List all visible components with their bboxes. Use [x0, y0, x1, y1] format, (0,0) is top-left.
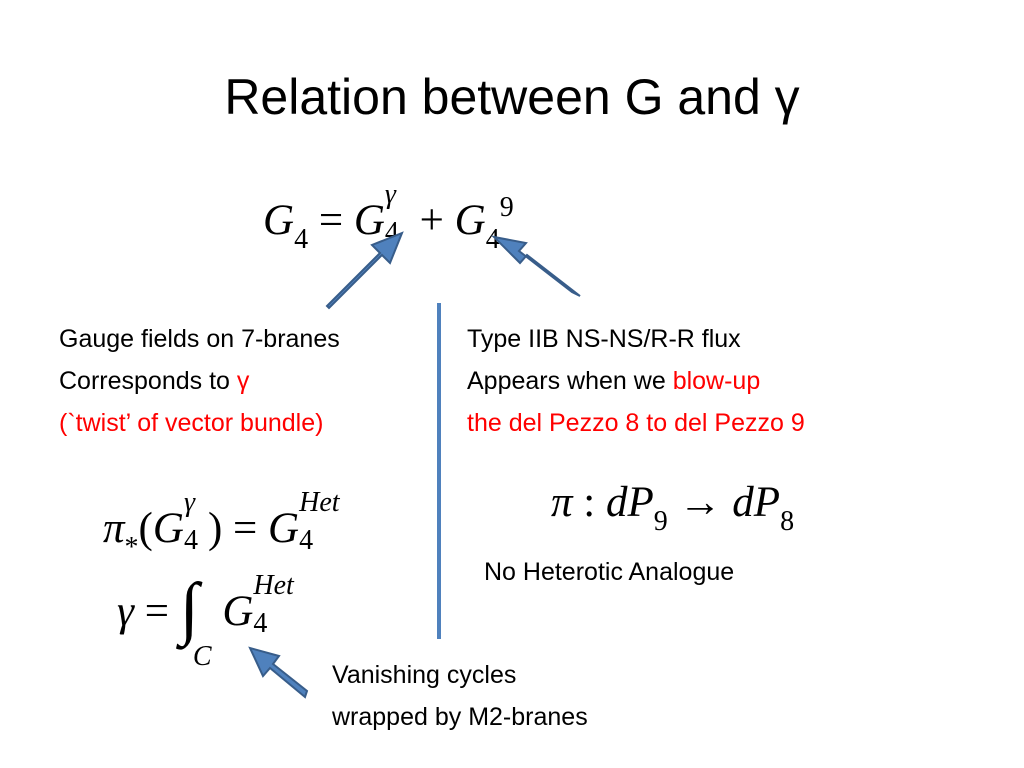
- slide-title: Relation between G and γ: [224, 69, 800, 125]
- eq1-rhs-sup: Het: [299, 487, 340, 518]
- eq1-pi: π: [103, 505, 125, 552]
- eq1-g-sub: 4: [183, 525, 198, 556]
- top-eq-term2-sub: 4: [485, 224, 500, 255]
- vertical-divider: [437, 303, 441, 639]
- top-eq-term2-sup: 9: [499, 192, 514, 223]
- eq1-g-sup: γ: [183, 487, 195, 518]
- bottom-text-block: Vanishing cycles wrapped by M2-branes: [332, 654, 588, 738]
- eq1-equals: =: [233, 505, 258, 552]
- no-heterotic-analogue: No Heterotic Analogue: [484, 558, 735, 586]
- arrow-left-top: [325, 231, 404, 310]
- req-pi: π: [551, 479, 573, 526]
- right-text-block: Type IIB NS-NS/R-R flux Appears when we …: [467, 318, 805, 444]
- arrow-bottom: [248, 646, 309, 699]
- req-arrow: →: [678, 479, 722, 526]
- req-d1-sub: 9: [653, 506, 668, 537]
- eq1-rhs: G: [268, 505, 300, 552]
- req-colon: :: [583, 479, 596, 526]
- eq1-rhs-sub: 4: [299, 525, 314, 556]
- gamma-highlight: γ: [236, 367, 250, 395]
- right-text-line2: Appears when we blow-up: [467, 367, 761, 395]
- eq2-g: G: [222, 588, 254, 635]
- eq1-close: ): [207, 505, 223, 552]
- top-eq-lhs-sub: 4: [294, 224, 309, 255]
- left-text-line3: (`twist’ of vector bundle): [59, 409, 324, 437]
- eq2-integral-sub: C: [192, 641, 212, 672]
- eq1-g: G: [152, 505, 184, 552]
- eq1-pi-sub: *: [124, 532, 139, 563]
- top-eq-lhs: G: [263, 197, 295, 244]
- eq1-open: (: [138, 505, 153, 552]
- eq2-g-sup: Het: [253, 570, 294, 601]
- left-text-line1: Gauge fields on 7-branes: [59, 325, 340, 353]
- left-text-block: Gauge fields on 7-branes Corresponds to …: [59, 318, 340, 444]
- eq2-g-sub: 4: [253, 608, 268, 639]
- top-eq-term1: G: [353, 197, 385, 244]
- top-eq-equals: =: [318, 197, 344, 244]
- left-text-line2: Corresponds to γ: [59, 367, 250, 395]
- right-equation: π : dP9 → dP8: [551, 478, 794, 536]
- eq2-gamma: γ: [117, 588, 134, 635]
- top-eq-term2: G: [454, 197, 486, 244]
- top-eq-plus: +: [419, 197, 444, 244]
- right-text-line3: the del Pezzo 8 to del Pezzo 9: [467, 409, 805, 437]
- right-text-line1: Type IIB NS-NS/R-R flux: [467, 325, 741, 353]
- bottom-text-line2: wrapped by M2-branes: [332, 703, 588, 731]
- eq2-equals: =: [144, 588, 169, 635]
- req-d2-sub: 8: [780, 506, 795, 537]
- eq2-integral: ∫: [179, 570, 199, 647]
- top-eq-term1-sup: γ: [384, 179, 396, 210]
- bottom-text-line1: Vanishing cycles: [332, 661, 517, 689]
- arrow-right-top: [491, 235, 581, 297]
- req-d2: dP: [732, 479, 781, 526]
- req-d1: dP: [606, 479, 654, 526]
- blow-up-highlight: blow-up: [672, 367, 761, 395]
